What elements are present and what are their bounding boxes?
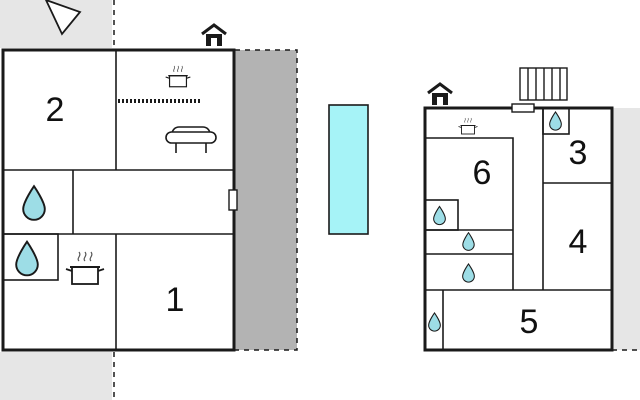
left-house: 2 1 xyxy=(1,23,238,352)
door xyxy=(511,103,535,113)
room-label-5: 5 xyxy=(520,303,539,341)
bathroom-wall xyxy=(2,233,59,281)
outdoor-area-right xyxy=(612,108,640,350)
outdoor-area-bottom-left xyxy=(0,352,112,400)
room-label-3: 3 xyxy=(569,134,588,172)
room-label-2: 2 xyxy=(46,91,65,129)
door xyxy=(228,189,238,211)
right-house: 6 3 4 5 xyxy=(423,67,614,352)
terrace-dashed-border xyxy=(235,49,298,351)
covered-terrace xyxy=(235,50,297,350)
interior-wall xyxy=(425,137,514,290)
room-label-1: 1 xyxy=(166,281,185,319)
entrance-house-icon xyxy=(200,23,228,47)
compass-arrow-icon xyxy=(45,0,82,36)
bathroom-wall xyxy=(542,107,570,135)
room-label-6: 6 xyxy=(473,154,492,192)
pool-icon xyxy=(328,104,369,235)
radiator-icon xyxy=(519,67,568,101)
sofa-icon xyxy=(165,126,217,153)
room-label-4: 4 xyxy=(569,223,588,261)
entrance-house-icon xyxy=(426,82,454,106)
